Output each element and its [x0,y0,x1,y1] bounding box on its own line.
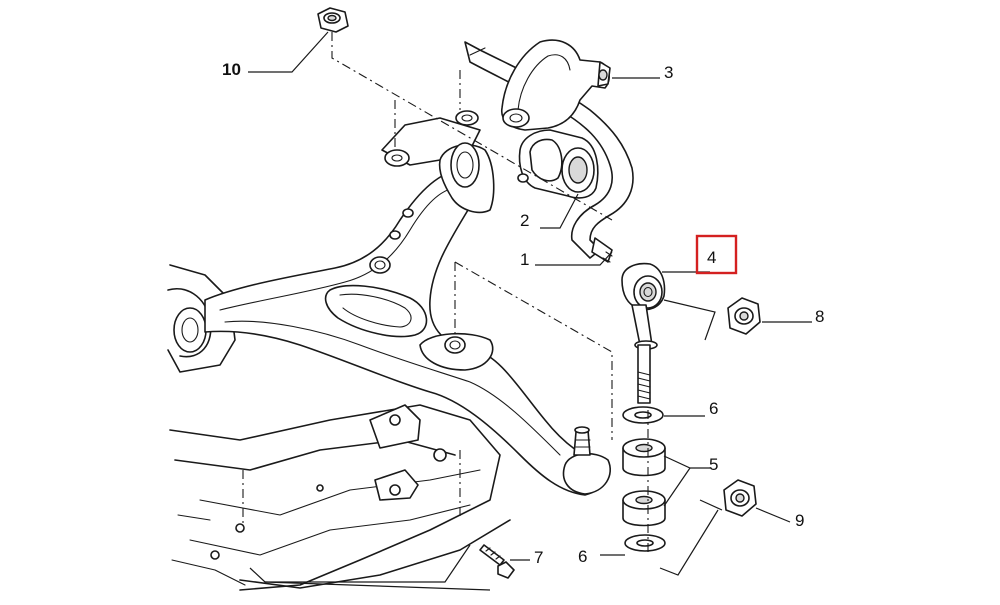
leader-lines [248,31,812,591]
nut-9 [723,479,757,517]
washer-upper [622,406,664,424]
callout-3: 3 [664,63,673,82]
nut-8 [727,297,761,335]
callout-6-upper: 6 [709,399,718,418]
washer-lower [624,534,666,552]
callout-9: 9 [795,511,804,530]
part-4-highlight-box [695,234,738,275]
rubber-bushing-upper [622,438,666,477]
stabilizer-link [621,262,666,404]
callout-10: 10 [222,60,241,79]
callout-4: 4 [707,248,716,267]
bolt-7 [479,544,515,579]
subframe [167,264,511,591]
callout-8: 8 [815,307,824,326]
bar-clamp-bracket [500,39,611,131]
callout-5: 5 [709,455,718,474]
callout-6-lower: 6 [578,547,587,566]
callout-2: 2 [520,211,529,230]
lower-control-arm [204,169,611,496]
arm-front-bushing [381,110,495,214]
bar-rubber-bushing [517,129,599,199]
callout-7: 7 [534,548,543,567]
callout-labels: 10 3 2 1 4 8 6 5 9 7 6 [222,60,824,567]
callout-1: 1 [520,250,529,269]
nut-10 [317,7,349,33]
assembly-lines [242,32,649,555]
rubber-bushing-lower [622,490,666,527]
